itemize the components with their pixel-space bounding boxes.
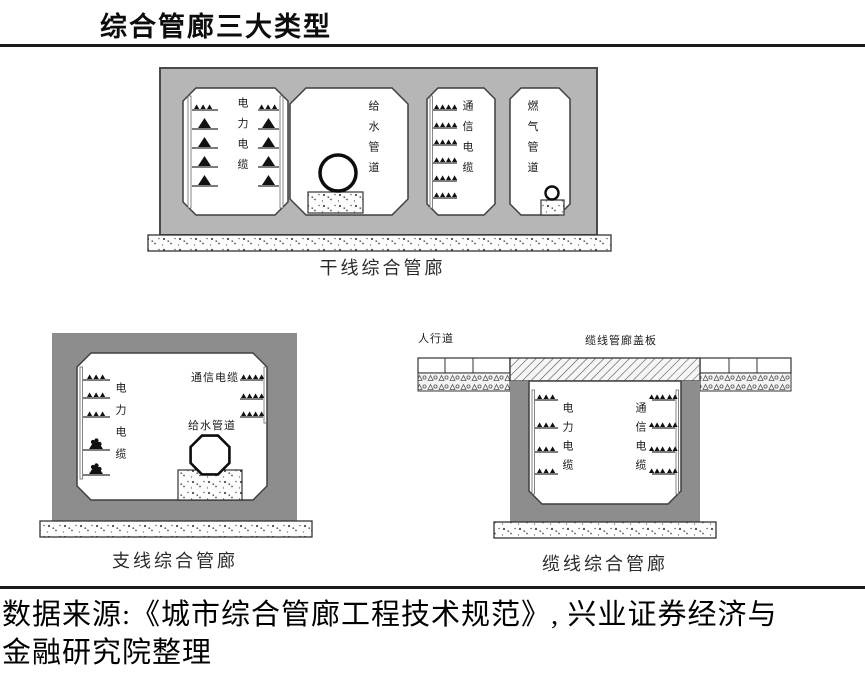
branch-telecom-rack — [240, 366, 267, 424]
branch-telecom-cable-label: 通信电缆 — [191, 372, 239, 384]
trunk-water-pipe-label: 给水管道 — [367, 100, 379, 182]
title-rule — [0, 44, 865, 47]
branch-power-rack — [79, 366, 110, 480]
gas-compartment — [509, 87, 571, 216]
cable-telecom-rack — [649, 389, 679, 495]
cable-cover-plate-label: 缆线管廊盖板 — [585, 335, 657, 347]
cable-telecom-cable-label: 通信电缆 — [634, 402, 646, 478]
page-title: 综合管廊三大类型 — [100, 12, 332, 42]
sidewalk-left — [417, 357, 511, 392]
water-pipe — [318, 153, 358, 193]
trunk-telecom-cable-label: 通信电缆 — [461, 100, 473, 182]
cable-trough-chamber — [528, 380, 682, 505]
branch-power-cable-label: 电力电缆 — [114, 382, 126, 470]
cover-plate — [509, 357, 701, 382]
source-text-line1: 数据来源:《城市综合管廊工程技术规范》, 兴业证券经济与 — [2, 599, 778, 631]
branch-water-pipe-label: 给水管道 — [188, 420, 236, 432]
source-text-line2: 金融研究院整理 — [2, 637, 213, 669]
branch-caption: 支线综合管廊 — [112, 551, 238, 571]
cable-caption: 缆线综合管廊 — [542, 554, 668, 574]
trunk-foundation — [147, 234, 612, 252]
source-rule — [0, 586, 865, 589]
branch-foundation — [39, 520, 313, 538]
cable-sidewalk-label: 人行道 — [418, 333, 454, 345]
water-compartment — [289, 87, 409, 216]
branch-water-pipe — [189, 434, 231, 476]
branch-corridor-figure: 电力电缆 通信电缆 给水管道 支线综合管廊 — [30, 325, 320, 575]
water-pipe-support — [307, 191, 364, 214]
power-right-rack — [258, 95, 284, 209]
telecom-rack — [429, 95, 457, 209]
cable-foundation — [493, 521, 717, 539]
trunk-corridor-figure: 电力电缆 给水管道 通信电缆 燃气管道 干线综合管廊 — [145, 60, 620, 285]
gas-pipe-support — [540, 199, 565, 216]
cable-corridor-diagram — [417, 357, 792, 539]
cable-corridor-figure: 人行道 缆线管廊盖板 电力电缆 通信电缆 缆线综合管廊 — [405, 328, 805, 574]
trunk-corridor-diagram — [147, 67, 612, 252]
gas-pipe — [544, 185, 560, 201]
power-left-rack — [187, 95, 218, 209]
trunk-power-cable-label: 电力电缆 — [236, 97, 248, 179]
cable-power-cable-label: 电力电缆 — [561, 402, 573, 478]
telecom-compartment — [426, 87, 496, 216]
cable-power-rack — [531, 389, 558, 495]
branch-corridor-diagram — [39, 333, 313, 538]
sidewalk-right — [699, 357, 792, 392]
trunk-gas-pipe-label: 燃气管道 — [526, 100, 538, 182]
trunk-caption: 干线综合管廊 — [319, 258, 446, 278]
